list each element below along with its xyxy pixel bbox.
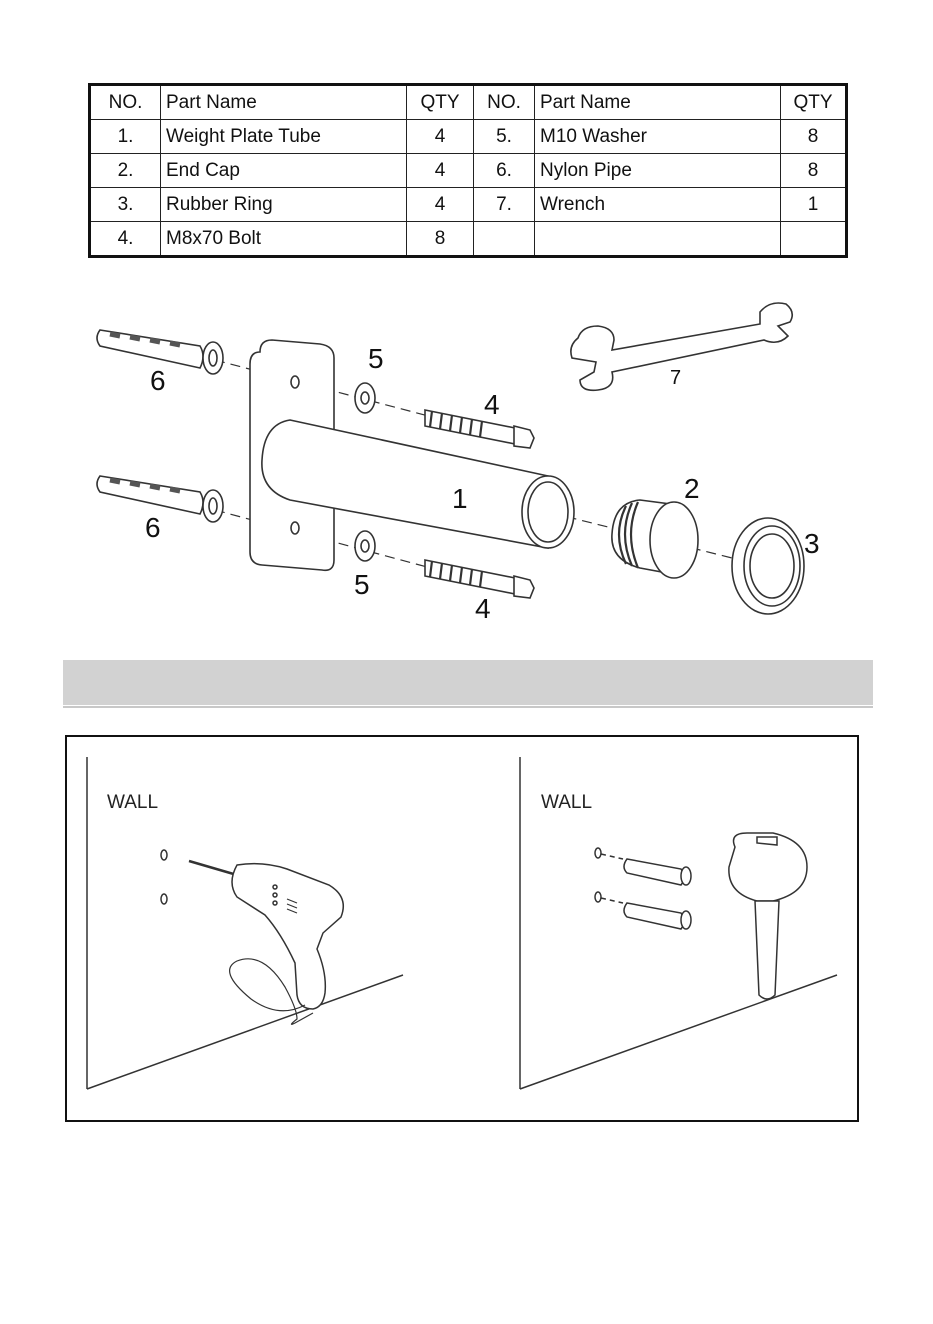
header-no: NO.	[90, 85, 161, 120]
part-qty: 8	[407, 222, 474, 257]
nylon-anchor-icon	[595, 892, 691, 929]
drill-hole-icon	[161, 894, 167, 904]
wall-label-left: WALL	[107, 792, 158, 814]
wrench-icon	[571, 303, 792, 390]
part-qty	[781, 222, 847, 257]
part-number: 5.	[474, 120, 535, 154]
header-qty: QTY	[781, 85, 847, 120]
part-name: M10 Washer	[535, 120, 781, 154]
part-name: Weight Plate Tube	[161, 120, 407, 154]
label-end-cap: 2	[684, 473, 700, 504]
part-number: 3.	[90, 188, 161, 222]
label-washer-top: 5	[368, 343, 384, 374]
part-qty: 4	[407, 188, 474, 222]
label-anchor-top: 6	[150, 365, 166, 396]
header-qty: QTY	[407, 85, 474, 120]
part-qty: 8	[781, 154, 847, 188]
table-row: 1. Weight Plate Tube 4 5. M10 Washer 8	[90, 120, 847, 154]
label-bolt-top: 4	[484, 389, 500, 420]
part-name: End Cap	[161, 154, 407, 188]
label-bolt-bottom: 4	[475, 593, 491, 624]
part-qty: 8	[781, 120, 847, 154]
table-row: 2. End Cap 4 6. Nylon Pipe 8	[90, 154, 847, 188]
part-number: 1.	[90, 120, 161, 154]
exploded-parts-diagram: 6 6 5 5 4 4 1 2 3 7	[60, 290, 873, 630]
header-part-name: Part Name	[535, 85, 781, 120]
part-name: M8x70 Bolt	[161, 222, 407, 257]
label-wrench: 7	[670, 367, 681, 389]
table-row: 4. M8x70 Bolt 8	[90, 222, 847, 257]
end-cap-icon	[612, 500, 698, 578]
wall-label-right: WALL	[541, 792, 592, 814]
washer-icon	[355, 383, 375, 413]
drill-hole-icon	[161, 850, 167, 860]
step-header-bar	[63, 660, 873, 705]
step-divider	[63, 706, 873, 708]
label-anchor-bottom: 6	[145, 512, 161, 543]
part-qty: 1	[781, 188, 847, 222]
part-number: 4.	[90, 222, 161, 257]
part-number: 7.	[474, 188, 535, 222]
rubber-mallet-icon	[729, 833, 807, 999]
nylon-anchor-icon	[595, 848, 691, 885]
bolt-icon	[425, 410, 534, 448]
washer-icon	[355, 531, 375, 561]
label-rubber-ring: 3	[804, 528, 820, 559]
header-part-name: Part Name	[161, 85, 407, 120]
part-number	[474, 222, 535, 257]
step-illustration	[67, 737, 857, 1120]
part-qty: 4	[407, 154, 474, 188]
part-name	[535, 222, 781, 257]
part-name: Nylon Pipe	[535, 154, 781, 188]
step-illustration-panel: WALL WALL	[65, 735, 859, 1122]
rubber-ring-icon	[732, 518, 804, 614]
table-header-row: NO. Part Name QTY NO. Part Name QTY	[90, 85, 847, 120]
part-name: Wrench	[535, 188, 781, 222]
label-washer-bottom: 5	[354, 569, 370, 600]
table-row: 3. Rubber Ring 4 7. Wrench 1	[90, 188, 847, 222]
part-qty: 4	[407, 120, 474, 154]
label-tube: 1	[452, 483, 468, 514]
part-name: Rubber Ring	[161, 188, 407, 222]
electric-drill-icon	[189, 861, 343, 1024]
part-number: 6.	[474, 154, 535, 188]
header-no: NO.	[474, 85, 535, 120]
part-number: 2.	[90, 154, 161, 188]
parts-table: NO. Part Name QTY NO. Part Name QTY 1. W…	[88, 83, 848, 258]
